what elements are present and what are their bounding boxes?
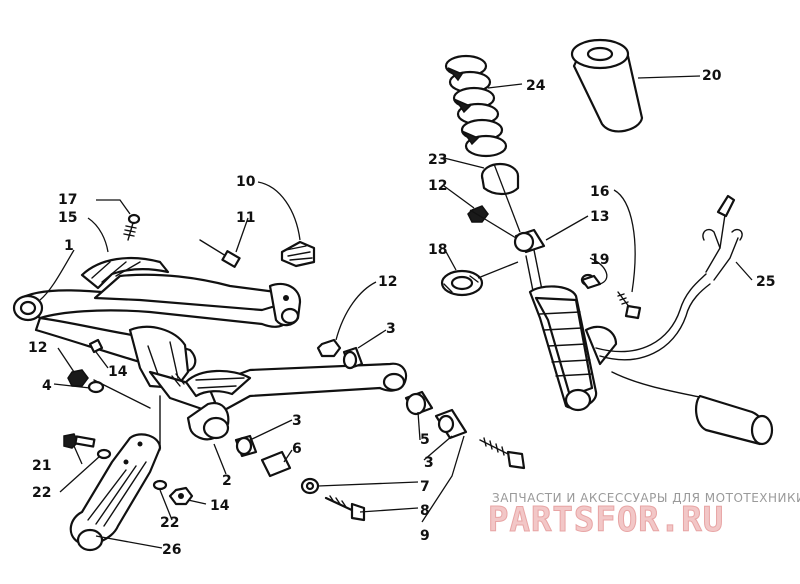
callout-3-mid: 3 bbox=[292, 413, 302, 429]
callout-23: 23 bbox=[428, 152, 447, 168]
bolt-16 bbox=[617, 291, 642, 320]
callout-4: 4 bbox=[42, 378, 52, 394]
callout-10: 10 bbox=[236, 174, 256, 190]
callout-16: 16 bbox=[590, 184, 609, 200]
callout-8: 8 bbox=[420, 503, 430, 519]
cross-shaft-end bbox=[382, 372, 406, 392]
callout-12-mid: 12 bbox=[378, 274, 397, 290]
callout-3-top: 3 bbox=[386, 321, 396, 337]
nut-12-mid bbox=[316, 338, 342, 358]
bolt-9 bbox=[479, 437, 526, 470]
callout-25: 25 bbox=[756, 274, 775, 290]
callout-labels: 1 2 3 3 3 4 5 6 7 8 9 10 11 12 12 12 13 … bbox=[28, 68, 775, 558]
washer-4 bbox=[87, 380, 105, 394]
spring-24 bbox=[444, 54, 508, 158]
sensor-lead-25 bbox=[702, 194, 743, 281]
nut-14-lower bbox=[168, 486, 194, 506]
callout-19: 19 bbox=[590, 252, 609, 268]
callout-22-lower: 22 bbox=[160, 515, 179, 531]
spacer-19 bbox=[580, 273, 602, 290]
nut-12-left bbox=[67, 369, 89, 387]
collar-18 bbox=[440, 269, 484, 297]
callout-7: 7 bbox=[420, 479, 430, 495]
washer-7 bbox=[300, 477, 320, 495]
callout-20: 20 bbox=[702, 68, 722, 84]
callout-15: 15 bbox=[58, 210, 77, 226]
watermark-caption: ЗАПЧАСТИ И АКСЕССУАРЫ ДЛЯ МОТОТЕХНИКИ bbox=[492, 491, 800, 505]
callout-12-shock: 12 bbox=[428, 178, 447, 194]
screw-17 bbox=[123, 213, 141, 241]
callout-2: 2 bbox=[222, 473, 232, 489]
spacer-5 bbox=[404, 390, 434, 416]
watermark-logo: PARTSFOR.RU bbox=[487, 500, 725, 541]
callout-9: 9 bbox=[420, 528, 430, 544]
callout-1: 1 bbox=[64, 238, 74, 254]
callout-14-left: 14 bbox=[108, 364, 128, 380]
callout-22-left: 22 bbox=[32, 485, 51, 501]
callout-13: 13 bbox=[590, 209, 609, 225]
callout-11: 11 bbox=[236, 210, 255, 226]
boot-20 bbox=[570, 38, 644, 133]
leader-lines bbox=[39, 75, 753, 549]
washer-22-b bbox=[152, 479, 168, 491]
strap-26 bbox=[69, 433, 162, 552]
callout-24: 24 bbox=[526, 78, 546, 94]
shock-absorber bbox=[513, 228, 618, 412]
hose-and-reservoir bbox=[595, 273, 774, 446]
spacer-3-right bbox=[434, 408, 468, 440]
callout-12-left: 12 bbox=[28, 340, 47, 356]
bolt-21 bbox=[63, 433, 96, 449]
bolt-8 bbox=[324, 495, 366, 522]
rear-arm-assembly bbox=[12, 256, 408, 451]
callout-14-lower: 14 bbox=[210, 498, 230, 514]
callout-6: 6 bbox=[292, 441, 302, 457]
part-10-bracket bbox=[280, 240, 316, 268]
bolt-14-left bbox=[88, 338, 104, 354]
sleeve-6 bbox=[260, 450, 292, 478]
spring-seat-23 bbox=[480, 162, 520, 196]
callout-18: 18 bbox=[428, 242, 447, 258]
spacer-3-top bbox=[342, 346, 364, 370]
callout-21: 21 bbox=[32, 458, 51, 474]
callout-17: 17 bbox=[58, 192, 77, 208]
part-11-pin bbox=[199, 239, 241, 268]
spacer-3-mid bbox=[234, 434, 258, 458]
callout-5: 5 bbox=[420, 432, 430, 448]
callout-26: 26 bbox=[162, 542, 181, 558]
rear-arm-brace bbox=[184, 369, 252, 398]
washer-22-a bbox=[96, 448, 112, 460]
callout-3-right: 3 bbox=[424, 455, 434, 471]
